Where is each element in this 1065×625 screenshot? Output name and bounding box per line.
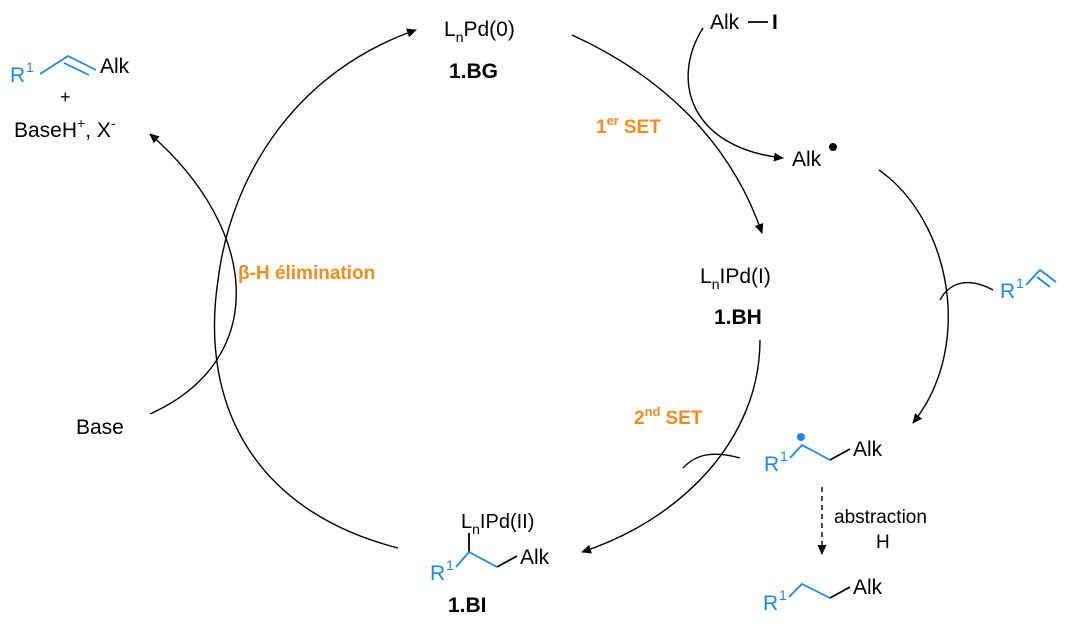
pd0-label: 1.BG bbox=[449, 60, 498, 83]
alkyl-radical-label: Alk bbox=[792, 148, 822, 171]
pd2-species: LnIPd(II) R 1 Alk 1.BI bbox=[430, 511, 550, 617]
reduced-blue-bonds bbox=[788, 582, 831, 599]
pd2-alk: Alk bbox=[520, 546, 550, 569]
alkyl-iodide: Alk I bbox=[710, 11, 778, 34]
pd2-black-bond bbox=[496, 555, 518, 568]
arc-pd2-to-pd0 bbox=[213, 28, 417, 549]
adduct-r: R bbox=[764, 453, 779, 476]
reduced-black-bond bbox=[829, 586, 851, 599]
pd0-formula: LnPd(0) bbox=[444, 18, 515, 45]
alkene-bonds bbox=[1025, 268, 1057, 286]
heck-product-plus: + bbox=[60, 87, 71, 107]
alkene-r-sup: 1 bbox=[1016, 275, 1024, 291]
heck-product: R 1 Alk + BaseH+, X- bbox=[10, 54, 130, 142]
beta-h-elimination-label: β-H élimination bbox=[238, 263, 375, 284]
pd2-r-sup: 1 bbox=[446, 557, 454, 573]
arc-pd0-to-pd1 bbox=[571, 34, 764, 234]
adduct-r-sup: 1 bbox=[780, 448, 788, 464]
adduct-alk: Alk bbox=[853, 438, 883, 461]
adduct-radical-dot bbox=[797, 433, 805, 441]
reduced-product: R 1 Alk bbox=[763, 576, 883, 615]
adduct-blue-bonds bbox=[789, 443, 831, 461]
heck-product-r-sup: 1 bbox=[26, 59, 34, 75]
alkene: R 1 bbox=[1000, 268, 1057, 303]
adduct-black-bond bbox=[829, 448, 851, 461]
arc-base-to-product bbox=[149, 133, 237, 415]
reduced-r-sup: 1 bbox=[779, 587, 787, 603]
byproduct-label: BaseH+, X- bbox=[14, 115, 116, 142]
arc-alkene-in bbox=[939, 281, 994, 301]
base-label: Base bbox=[76, 416, 124, 439]
pd1-species: LnIPd(I) 1.BH bbox=[700, 265, 771, 329]
reduced-r: R bbox=[763, 592, 778, 615]
pd1-label: 1.BH bbox=[714, 306, 762, 329]
abstraction-label: abstraction bbox=[834, 507, 927, 528]
pd2-formula: LnIPd(II) bbox=[461, 511, 534, 537]
radical-dot bbox=[829, 143, 837, 151]
pd2-label: 1.BI bbox=[448, 594, 487, 617]
alkyl-radical: Alk bbox=[792, 143, 837, 171]
arc-alkyl-iodide-in bbox=[687, 27, 784, 162]
heck-product-bonds bbox=[39, 54, 97, 75]
arc-radical-to-adduct bbox=[878, 169, 949, 424]
alkyl-iodide-alk: Alk bbox=[710, 11, 740, 34]
heck-product-alk: Alk bbox=[100, 55, 130, 78]
radical-adduct: R 1 Alk bbox=[764, 433, 883, 476]
reduced-alk: Alk bbox=[853, 576, 883, 599]
pd1-formula: LnIPd(I) bbox=[700, 265, 771, 292]
arc-pd1-to-pd2 bbox=[581, 339, 761, 554]
abstraction-h: H bbox=[876, 532, 890, 553]
pd0-species: LnPd(0) 1.BG bbox=[444, 18, 515, 83]
alkene-double-bond bbox=[1036, 276, 1051, 288]
alkene-r: R bbox=[1000, 280, 1015, 303]
arc-adduct-in bbox=[682, 453, 741, 469]
heck-product-r: R bbox=[10, 64, 25, 87]
alkyl-iodide-i: I bbox=[772, 11, 778, 34]
pd2-r: R bbox=[430, 562, 445, 585]
heck-product-double-bond bbox=[63, 62, 90, 76]
pd2-blue-bonds bbox=[455, 550, 498, 568]
